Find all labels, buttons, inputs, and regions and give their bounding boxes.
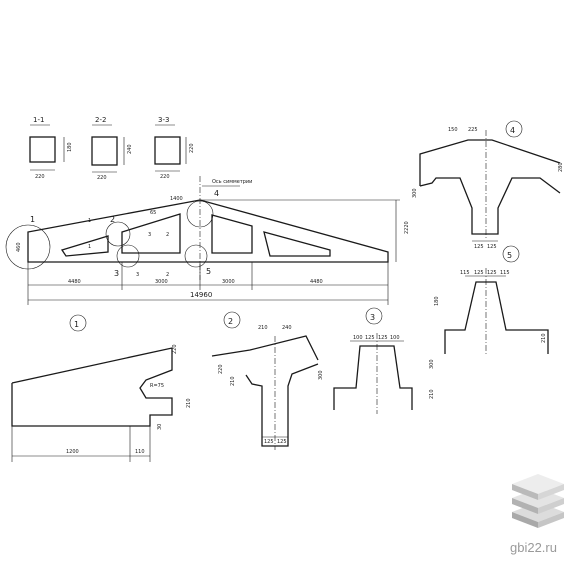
dim: 210	[429, 389, 435, 399]
section-1-1: 1-1 220 180	[29, 116, 73, 180]
section-width: 220	[160, 174, 170, 180]
opening	[121, 213, 181, 254]
dim: 125	[487, 244, 497, 250]
end-height: 460	[16, 242, 22, 252]
detail-2: 2 210 240 220 210 300 125 125	[211, 311, 324, 450]
callout-label: 3	[114, 269, 119, 278]
slabs-logo-icon	[512, 474, 564, 528]
symmetry-note: Ось симметрии	[212, 179, 252, 185]
detail-number: 2	[228, 317, 233, 326]
opening	[211, 214, 253, 254]
callout-circle-2	[105, 221, 131, 247]
watermark: gbi22.ru	[510, 540, 557, 555]
section-label: 2-2	[95, 116, 106, 124]
dim: 180	[434, 296, 440, 306]
dim: 210	[541, 333, 547, 343]
detail-4: 4 150 225 300 280 125 125	[412, 120, 564, 250]
section-2-2: 2-2 220 240	[91, 116, 133, 181]
section-height: 180	[67, 142, 73, 152]
dim: 100	[390, 335, 400, 341]
detail-3: 3 100 125 125 100 300 210	[333, 307, 435, 414]
dim: 300	[318, 370, 324, 380]
dim: 125	[264, 439, 274, 445]
detail-5: 5 115 125 125 115 180 210	[434, 245, 549, 356]
section-mark: 3	[148, 232, 151, 238]
truss-elevation: Ось симметрии 1 2 3 4 5 1 1 2 2 3 3 1400…	[5, 176, 410, 305]
dim: 115	[460, 270, 470, 276]
detail-1: 1 220 R=75 210 30 1200 110	[11, 314, 192, 462]
section-height: 220	[189, 143, 195, 153]
section-height: 240	[127, 144, 133, 154]
dim: 110	[135, 449, 145, 455]
section-mark: 3	[136, 272, 139, 278]
callout-label: 4	[214, 189, 219, 198]
section-label: 3-3	[158, 116, 169, 124]
dim: 210	[258, 325, 268, 331]
section-3-3: 3-3 220 220	[154, 116, 195, 180]
dim: 225	[468, 127, 478, 133]
dim: 1400	[170, 196, 183, 202]
dim: 125	[474, 270, 484, 276]
opening	[263, 231, 331, 257]
dim: 125	[277, 439, 287, 445]
dim: 1200	[66, 449, 79, 455]
dim: 4480	[310, 279, 323, 285]
dim: 125	[474, 244, 484, 250]
section-mark: 2	[166, 232, 169, 238]
dim: 115	[500, 270, 510, 276]
callout-circle-4	[186, 200, 214, 228]
section-mark: 1	[88, 244, 91, 250]
dim: 100	[353, 335, 363, 341]
radius-label: R=75	[150, 383, 164, 389]
dim: 65	[150, 210, 156, 216]
section-mark: 1	[88, 218, 91, 224]
overall-height: 2220	[404, 221, 410, 234]
dim: 125	[487, 270, 497, 276]
dim: 125	[365, 335, 375, 341]
dim: 3000	[222, 279, 235, 285]
dim: 210	[186, 398, 192, 408]
dim: 220	[218, 364, 224, 374]
dim: 300	[429, 359, 435, 369]
section-width: 220	[97, 175, 107, 181]
section-mark: 2	[166, 272, 169, 278]
dim: 4480	[68, 279, 81, 285]
callout-circle-5	[184, 244, 208, 268]
detail-number: 3	[370, 313, 375, 322]
dim: 150	[448, 127, 458, 133]
callout-label: 5	[206, 267, 211, 276]
callout-label: 1	[30, 215, 35, 224]
dim: 125	[378, 335, 388, 341]
dim: 220	[172, 344, 178, 354]
dim: 30	[157, 424, 163, 430]
dim: 300	[412, 188, 418, 198]
callout-circle-3	[116, 244, 140, 268]
dim: 3000	[155, 279, 168, 285]
dim: 240	[282, 325, 292, 331]
total-length: 14960	[190, 291, 212, 299]
dim: 210	[230, 376, 236, 386]
section-label: 1-1	[33, 116, 44, 124]
detail-number: 4	[510, 126, 515, 135]
callout-label: 2	[110, 215, 115, 224]
detail-number: 5	[507, 251, 512, 260]
detail-number: 1	[74, 320, 79, 329]
opening	[60, 235, 109, 257]
dim: 280	[558, 162, 564, 172]
section-width: 220	[35, 174, 45, 180]
